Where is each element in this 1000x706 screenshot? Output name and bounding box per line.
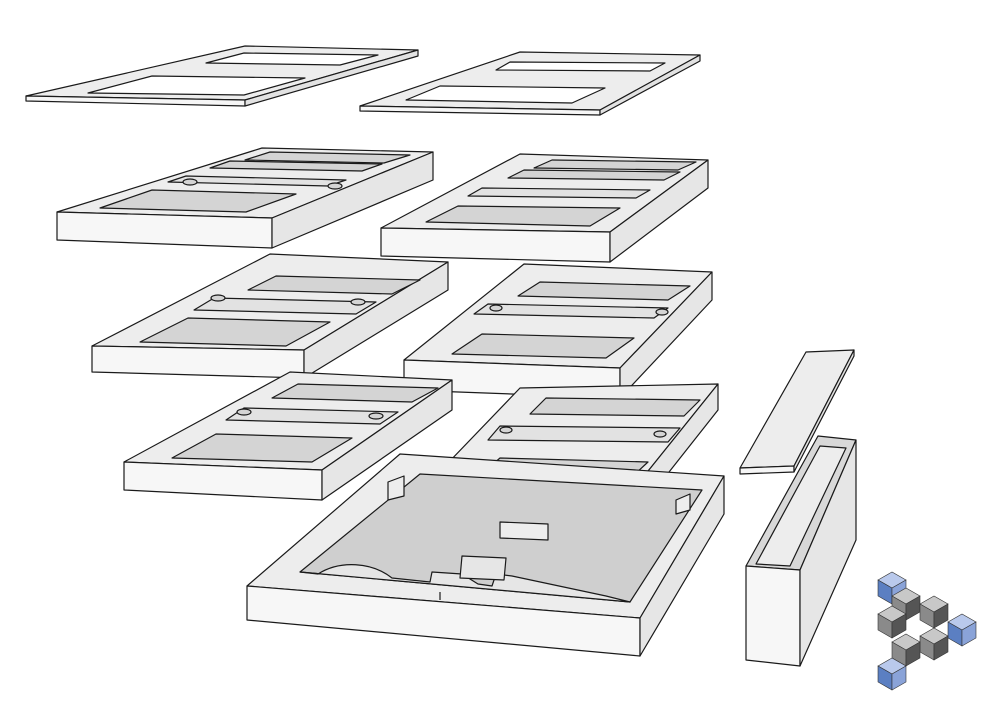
card-tray-level-1-left xyxy=(56,147,434,249)
side-box xyxy=(745,435,857,667)
base-tray xyxy=(246,453,725,657)
lid-panel-right xyxy=(359,51,701,116)
card-tray-level-3-left xyxy=(123,371,453,501)
card-tray-level-2-left xyxy=(91,253,449,379)
side-box-lid xyxy=(739,349,855,475)
impossible-cube-triangle-icon xyxy=(877,571,977,691)
lid-panel-left xyxy=(25,45,419,107)
card-tray-level-2-right xyxy=(403,263,713,399)
card-tray-level-1-right xyxy=(380,153,709,263)
